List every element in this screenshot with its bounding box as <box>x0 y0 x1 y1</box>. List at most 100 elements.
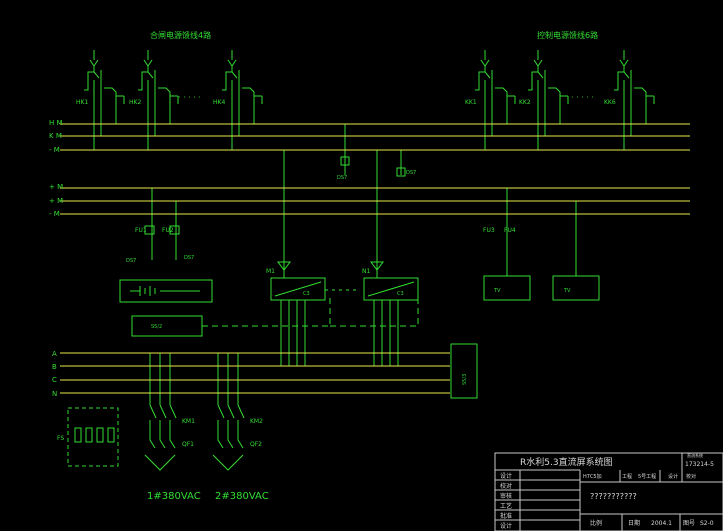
feeder-label-kk2: KK2 <box>519 99 531 106</box>
bus-label-pos1: + M <box>49 183 63 191</box>
meter-dashed-link <box>202 298 419 327</box>
feeder-label-kk6: KK6 <box>604 99 616 106</box>
title-block-drawing-no-label: 图号 <box>683 520 695 527</box>
title-block-date-label: 日期 <box>628 519 640 527</box>
label-ks1: DS7 <box>337 175 347 181</box>
fuse-element <box>85 427 93 443</box>
title-block-cell-3: 5号工程 <box>638 473 656 480</box>
bus-label-n: N <box>52 390 57 398</box>
title-block-row-3: 审核 <box>500 492 512 500</box>
tv-box-1 <box>483 275 531 301</box>
incomer-switch <box>159 404 167 449</box>
bus-label-neg-m: - M <box>49 146 60 154</box>
feeder-contact <box>104 87 117 100</box>
tv-box-2 <box>552 275 600 301</box>
feeder-wire <box>528 71 538 91</box>
label-ks2: DS7 <box>406 170 416 176</box>
bus-label-hm: H M <box>49 119 63 127</box>
fuse-switch-bank <box>67 407 119 467</box>
feeder-label-hk4: HK4 <box>213 99 225 106</box>
fuse-element <box>74 427 82 443</box>
label-n1: N1 <box>362 268 370 275</box>
feeder-wire <box>138 71 148 91</box>
feeder-fuse <box>143 59 154 79</box>
rectifier-slash <box>274 281 322 297</box>
feeder-contact <box>634 87 647 100</box>
label-m1-box: C3 <box>303 291 310 297</box>
title-block-cell-1: H7C5加 <box>583 473 602 480</box>
module-diode <box>370 261 384 271</box>
feeder-contact <box>242 87 255 100</box>
wiring <box>67 50 655 471</box>
title-block-row-2: 校对 <box>500 482 512 490</box>
bus-label-neg: - M <box>49 210 60 218</box>
fuse-element <box>107 427 115 443</box>
label-ks3: DS7 <box>126 258 136 264</box>
feeder-label-kk1: KK1 <box>465 99 477 106</box>
title-block-cell-2: 工程 <box>622 473 632 480</box>
label-km2: KM2 <box>250 418 263 425</box>
controller-box <box>450 343 478 399</box>
feeder-fuse <box>533 59 544 79</box>
feeder-contact <box>158 87 171 100</box>
header-left: 合闸电源馈线4路 <box>150 30 211 40</box>
header-right: 控制电源馈线6路 <box>537 30 598 40</box>
incomer-switch <box>217 404 225 449</box>
feeder-wire <box>222 71 232 91</box>
incomer-switch <box>237 404 245 449</box>
title-block-frame <box>494 452 723 531</box>
label-m1: M1 <box>266 268 275 275</box>
feeder-fuse <box>619 59 630 79</box>
fuse-fu1 <box>144 225 155 235</box>
rectifier-module <box>270 277 326 301</box>
label-ks4: DS7 <box>184 255 194 261</box>
feeder-contact <box>495 87 508 100</box>
label-fu2: FU2 <box>162 227 174 234</box>
fuse-fu2 <box>169 225 180 235</box>
label-n1-box: C3 <box>397 291 404 297</box>
feeder-label-hk2: HK2 <box>129 99 141 106</box>
label-meter: S5/2 <box>151 324 162 330</box>
ellipsis-right: · · · · · <box>571 93 594 102</box>
title-block-cell-4: 设计 <box>668 473 678 480</box>
title-block-row-5: 批准 <box>500 512 512 520</box>
title-block-cell-5: 校对 <box>686 473 696 480</box>
label-fu3: FU3 <box>483 227 495 234</box>
incomer-switch <box>169 404 177 449</box>
title-block-subtitle: ??????????? <box>590 492 637 501</box>
battery-frame <box>119 279 213 303</box>
source-label-2: 2#380VAC <box>215 491 269 502</box>
label-km1: KM1 <box>182 418 195 425</box>
bus-label-b: B <box>52 363 57 371</box>
title-block-code: 直流系统 <box>687 452 703 458</box>
rectifier-slash <box>367 281 415 297</box>
label-tv2: TV <box>563 288 571 294</box>
incomer-switch <box>149 404 157 449</box>
feeder-wire <box>475 71 485 91</box>
label-qf2: QF2 <box>250 441 262 448</box>
incomer-feed <box>212 454 244 471</box>
bus-label-c: C <box>52 376 57 384</box>
title-block-date: 2004.1 <box>651 520 672 527</box>
label-fu4: FU4 <box>504 227 516 234</box>
title-block-outline <box>494 452 723 531</box>
incomer-switch <box>227 404 235 449</box>
label-fs: FS <box>57 435 64 442</box>
title-block-row-4: 工艺 <box>500 502 512 510</box>
battery-cells <box>130 286 200 296</box>
module-diode <box>277 261 291 271</box>
incomer-feed <box>144 454 176 471</box>
title-block-scale: 比例 <box>590 519 602 527</box>
title-block-drawing-no: 173214-5 <box>685 461 714 468</box>
feeder-fuse <box>227 59 238 79</box>
feeder-wire <box>614 71 624 91</box>
label-qf1: QF1 <box>182 441 194 448</box>
label-controller: S5/3 <box>462 374 468 385</box>
meter-box <box>131 315 203 337</box>
feeder-wire <box>84 71 94 91</box>
title-block-row-6: 设计 <box>500 522 512 530</box>
feeder-fuse <box>480 59 491 79</box>
bus-label-km: K M <box>49 132 62 140</box>
fuse-element <box>96 427 104 443</box>
